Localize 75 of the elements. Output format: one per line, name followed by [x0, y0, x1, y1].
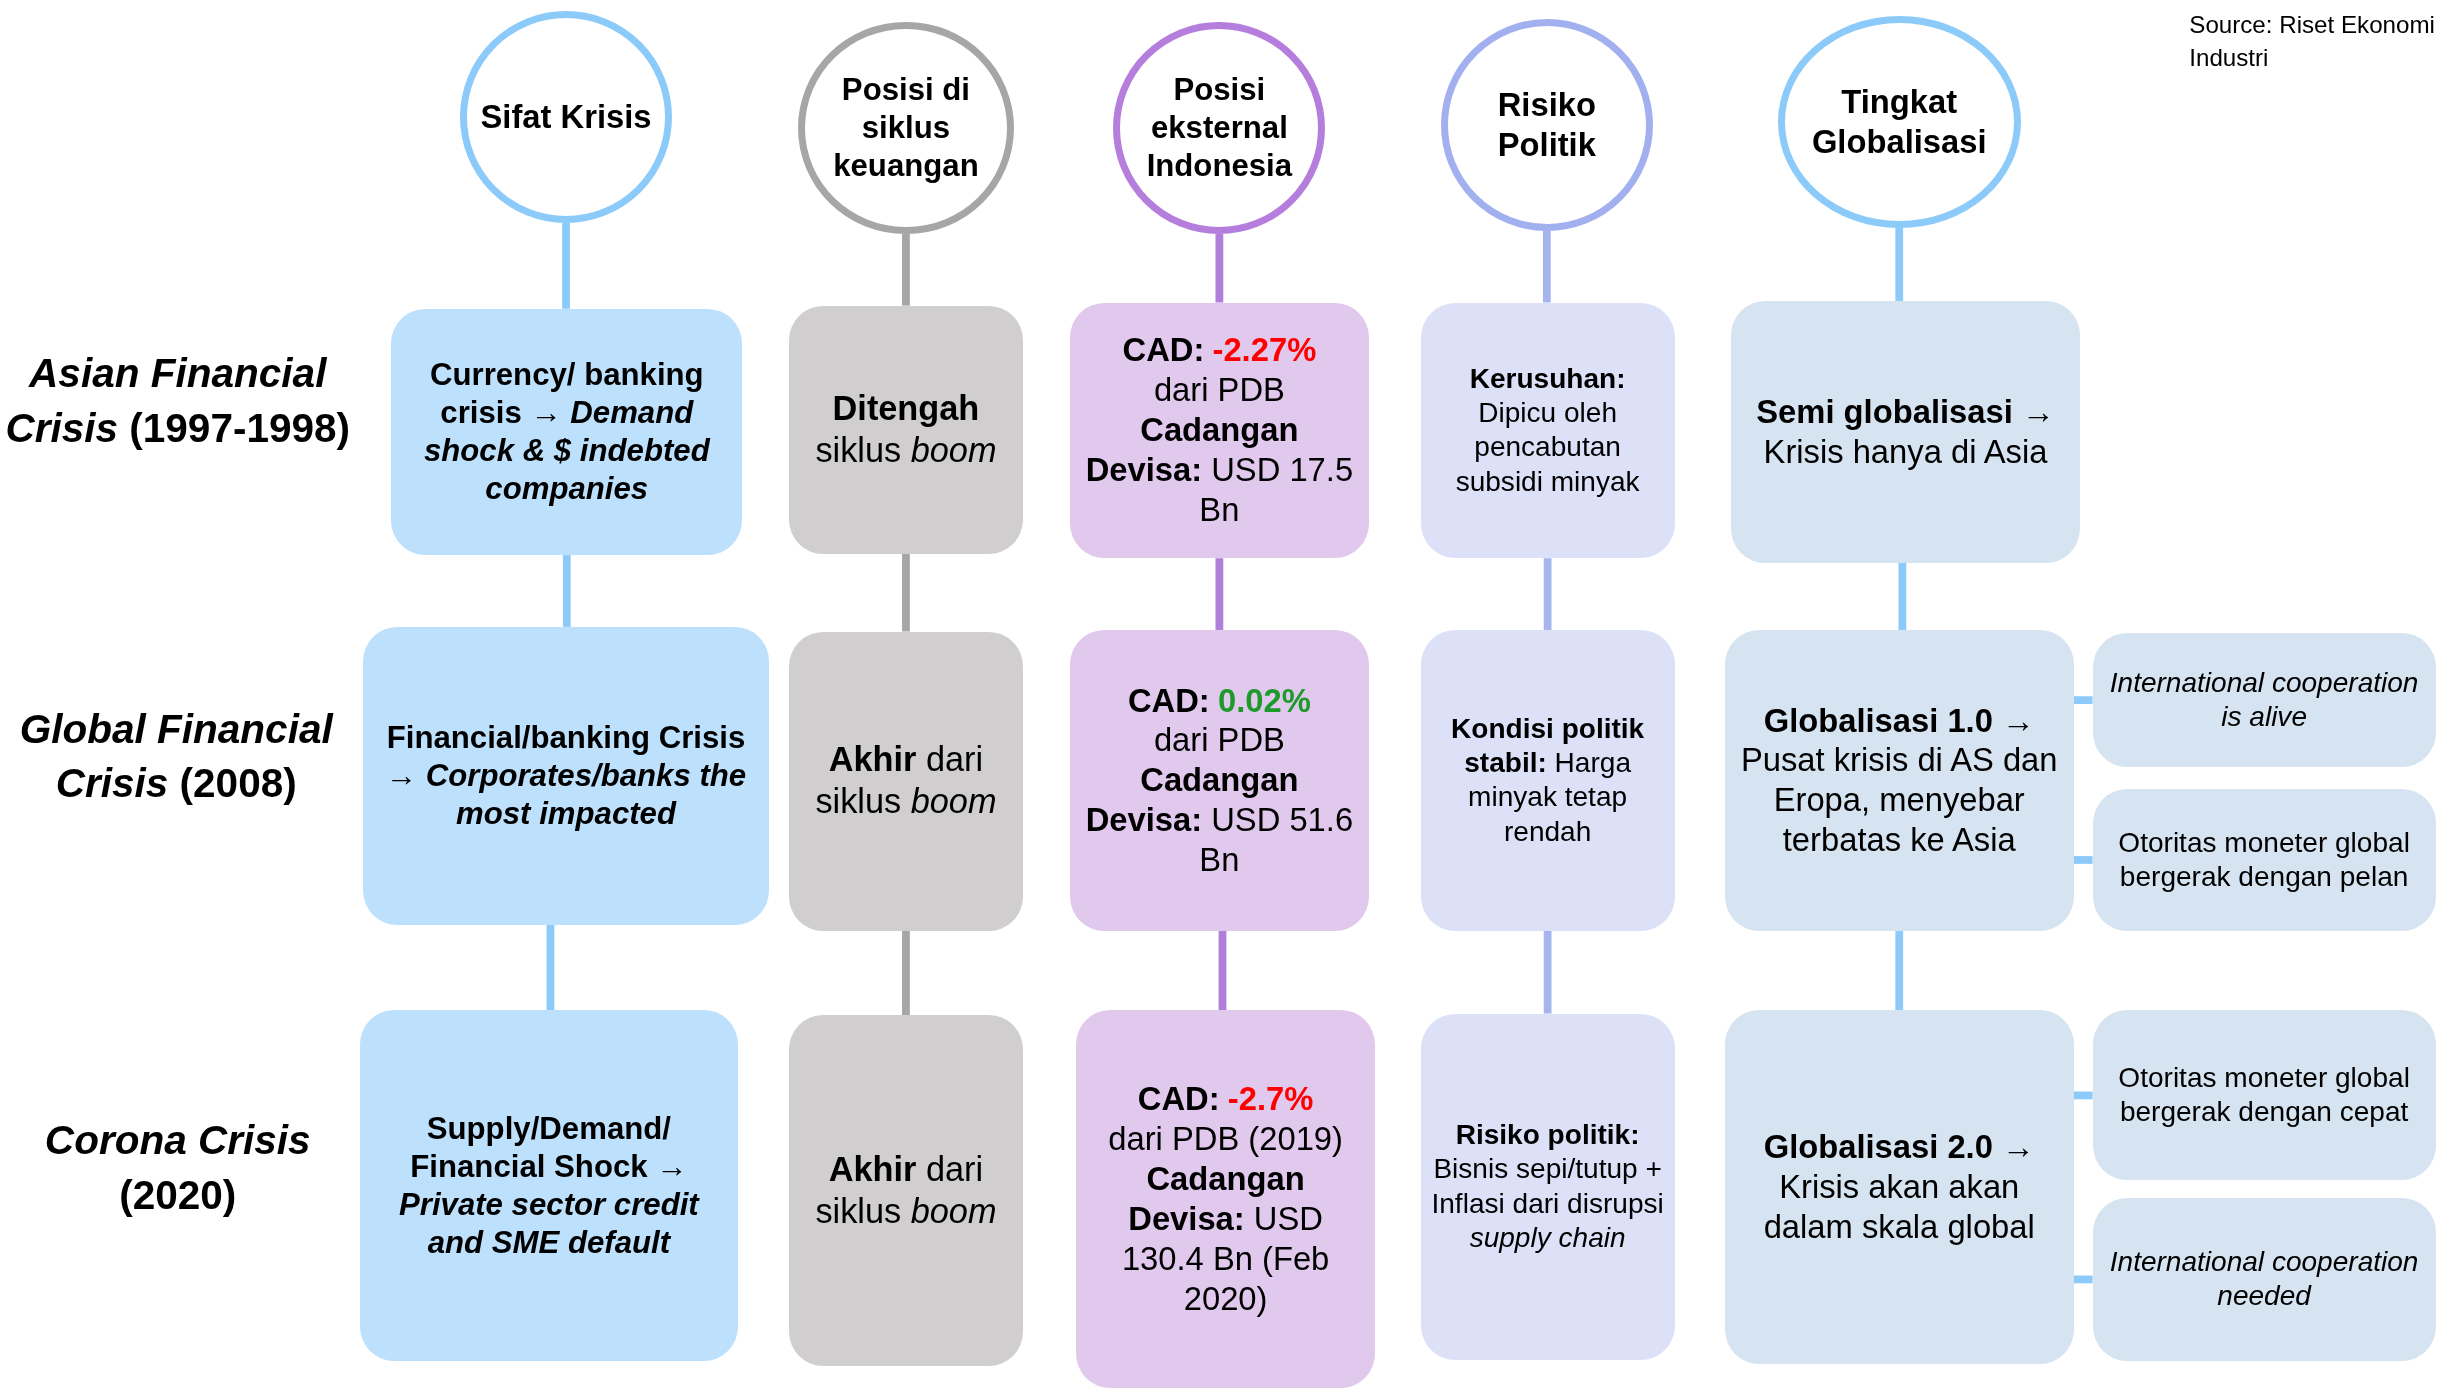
box-text: Supply/Demand/ Financial Shock → Private sector credit and SME default	[398, 1109, 701, 1262]
box-text: Financial/banking Crisis → Corporates/banks the most impacted	[384, 718, 748, 833]
box-text: Globalisasi 1.0 → Pusat krisis di AS dan Eropa, menyebar terbatas ke Asia	[1739, 700, 2059, 861]
connector-line	[562, 223, 570, 309]
external-position-box	[1075, 1010, 1376, 1388]
box-text: International cooperation is alive	[2108, 665, 2420, 735]
box-text: Ditengah siklus boom	[814, 387, 998, 471]
crisis-nature-box	[360, 1010, 738, 1362]
connector-line	[1898, 562, 1907, 630]
cycle-position-box	[789, 305, 1023, 554]
connector-line	[1215, 558, 1224, 630]
connector-line	[902, 930, 910, 1016]
box-text: Risiko politik: Bisnis sepi/tutup + Inflasi dari disrupsi supply chain	[1430, 1118, 1665, 1255]
connector-line	[1543, 930, 1552, 1014]
cad-value: -2.27%	[1212, 330, 1317, 371]
note-box	[2092, 789, 2436, 931]
connector-line	[902, 233, 910, 306]
connector-line	[1543, 558, 1552, 630]
box-text: dari PDB	[1153, 370, 1285, 411]
box-text: Cadangan Devisa: USD 51.6 Bn	[1084, 760, 1355, 881]
connector-line	[1215, 233, 1224, 303]
political-risk-box	[1420, 1013, 1675, 1360]
globalization-box	[1724, 1010, 2074, 1365]
connector-line	[546, 924, 555, 1011]
box-text: Otoritas moneter global bergerak dengan cepat	[2117, 1061, 2411, 1130]
box-text: Globalisasi 2.0 → Krisis akan akan dalam skala global	[1762, 1127, 2036, 1248]
connector-line	[2073, 1091, 2093, 1100]
note-box	[2092, 1197, 2436, 1362]
box-text: Currency/ banking crisis → Demand shock & $ indebted companies	[422, 355, 712, 508]
circle-heading: Posisi di siklus keuangan	[832, 70, 980, 185]
crisis-nature-box	[391, 308, 743, 556]
box-text: Akhir dari siklus boom	[814, 739, 998, 823]
cad-label: CAD:	[1127, 680, 1210, 721]
circle-heading: Tingkat Globalisasi	[1810, 81, 1988, 162]
box-text: Kerusuhan: Dipicu oleh pencabutan subsidi minyak	[1454, 361, 1641, 499]
connector-line	[902, 553, 910, 632]
political-risk-box	[1420, 629, 1675, 931]
connector-line	[1895, 227, 1904, 301]
box-text: Cadangan Devisa: USD 130.4 Bn (Feb 2020)	[1120, 1159, 1331, 1319]
connector-line	[2073, 696, 2093, 705]
box-text: Semi globalisasi → Krisis hanya di Asia	[1755, 391, 2056, 472]
cad-value: -2.7%	[1227, 1079, 1314, 1120]
box-text: Cadangan Devisa: USD 17.5 Bn	[1084, 410, 1355, 531]
globalization-box	[1724, 629, 2074, 931]
note-box	[2092, 1010, 2436, 1181]
box-text: Akhir dari siklus boom	[814, 1148, 998, 1232]
connector-line	[1542, 230, 1551, 303]
row-label: Global Financial Crisis (2008)	[18, 704, 335, 809]
external-position-box	[1069, 629, 1370, 931]
source-note: Source: Riset Ekonomi Industri	[2189, 10, 2436, 73]
connector-line	[2073, 1275, 2093, 1284]
row-label: Asian Financial Crisis (1997-1998)	[4, 349, 352, 453]
cycle-position-box	[789, 631, 1023, 931]
circle-heading: Risiko Politik	[1496, 84, 1597, 165]
globalization-box	[1730, 300, 2081, 563]
connector-line	[1895, 930, 1904, 1011]
cad-label: CAD:	[1122, 330, 1205, 371]
connector-line	[2073, 856, 2093, 864]
note-box	[2092, 633, 2436, 768]
box-text: dari PDB	[1153, 720, 1285, 761]
box-text: International cooperation needed	[2108, 1245, 2420, 1314]
cycle-position-box	[789, 1015, 1023, 1366]
political-risk-box	[1420, 302, 1675, 559]
connector-line	[562, 555, 571, 627]
box-text: dari PDB (2019)	[1108, 1119, 1343, 1160]
connector-line	[1218, 930, 1227, 1011]
box-text: Kondisi politik stabil: Harga minyak tetap rendah	[1450, 711, 1646, 849]
cad-label: CAD:	[1137, 1079, 1220, 1120]
circle-heading: Posisi eksternal Indonesia	[1145, 70, 1294, 185]
cad-value: 0.02%	[1217, 680, 1311, 721]
circle-heading: Sifat Krisis	[480, 96, 652, 137]
box-text: Otoritas moneter global bergerak dengan pelan	[2117, 825, 2411, 894]
external-position-box	[1069, 302, 1370, 559]
crisis-nature-box	[363, 626, 769, 925]
row-label: Corona Crisis (2020)	[43, 1116, 312, 1221]
